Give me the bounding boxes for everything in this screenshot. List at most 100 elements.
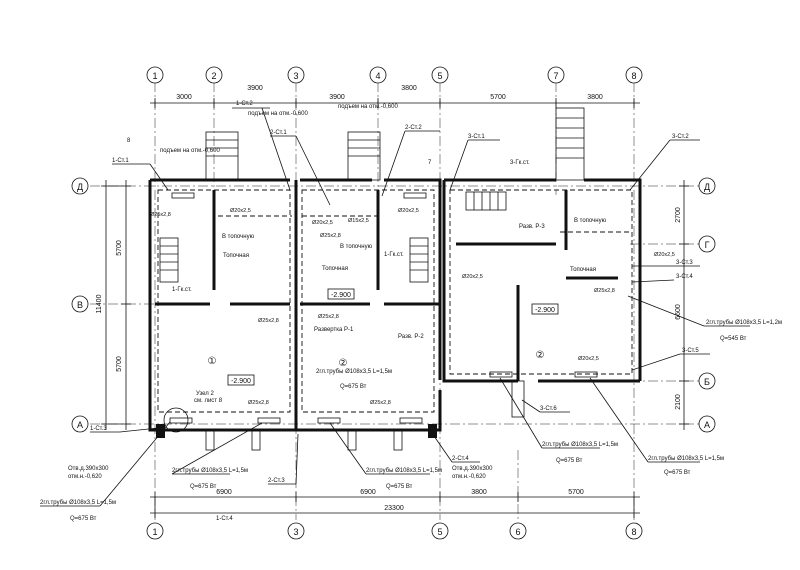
label-callout: 8 [127, 138, 131, 144]
pipe-label: Ø20х2,5 [230, 208, 251, 214]
dim-text: 3800 [471, 489, 487, 496]
riser-label: 3-Ст.3 [676, 260, 693, 266]
heater-spec: 2гл.трубы Ø108х3,5 L=1,5м [316, 369, 392, 375]
dim-text: 2700 [675, 207, 682, 223]
dimensions-right: 2700 6600 2100 [675, 180, 689, 430]
label-riser: 1-Гк.ст. [172, 287, 192, 293]
riser-labels: 1-Ст.1 1-Ст.2 2-Ст.1 2-Ст.2 3-Ст.1 3-Ст.… [90, 101, 699, 522]
stairs [159, 107, 585, 283]
dim-text: 5700 [490, 94, 506, 101]
room-number: ② [339, 358, 348, 369]
label-riser: 3-Гк.ст. [510, 160, 530, 166]
label-layout: Разв. Р-3 [519, 224, 545, 230]
axis-markers-bottom: 1 3 5 6 8 [146, 522, 643, 540]
axis-label: 2 [211, 71, 216, 81]
pipe-label: Ø25х2,8 [370, 400, 391, 406]
dim-text: 5700 [116, 356, 123, 372]
heater-spec: 2гл.трубы Ø108х3,5 L=1,5м [366, 468, 442, 474]
label-to-furnace: В топочную [574, 218, 607, 224]
dim-total: 23300 [384, 505, 404, 512]
label-opening: Отв.д.390х300 [68, 466, 109, 472]
riser-label: 1-Ст.3 [90, 426, 107, 432]
riser-label: 3-Ст.2 [672, 134, 689, 140]
label-opening: Отв.д.390х300 [452, 466, 493, 472]
heater-spec: 2гл.трубы Ø108х3,5 L=1,5м [542, 442, 618, 448]
riser-label: 3-Ст.4 [676, 274, 693, 280]
room-number: ② [536, 350, 545, 361]
heater-power: Q=675 Вт [664, 470, 691, 476]
axis-label: Г [705, 240, 710, 250]
heater-power: Q=675 Вт [190, 484, 217, 490]
label-rise: подъем на отм.-0,600 [248, 111, 308, 117]
label-riser: 1-Гк.ст. [384, 252, 404, 258]
axis-label: Д [704, 182, 710, 192]
pipe-label: Ø20х2,5 [462, 274, 483, 280]
heating-pipes [157, 189, 633, 413]
axis-label: А [704, 420, 710, 430]
pipe-label: Ø25х2,8 [150, 212, 171, 218]
dim-text: 5700 [116, 240, 123, 256]
label-opening: отм.н.-0,620 [452, 474, 486, 480]
dim-text: 2100 [675, 394, 682, 410]
axis-label: 8 [631, 527, 636, 537]
axis-label: 1 [152, 71, 157, 81]
label-rise: подъем на отм.-0,600 [160, 148, 220, 154]
axis-label: Б [704, 377, 710, 387]
axis-label: 3 [293, 71, 298, 81]
pipe-label: Ø15х2,5 [348, 218, 369, 224]
riser-label: 2-Ст.1 [270, 130, 287, 136]
axis-markers-top: 1 2 3 4 5 7 8 [146, 66, 643, 84]
pipe-label: Ø20х2,5 [312, 220, 333, 226]
axis-label: 5 [437, 71, 442, 81]
dim-text: 6600 [675, 304, 682, 320]
axis-label: 3 [293, 527, 298, 537]
axis-label: 5 [437, 527, 442, 537]
leader-lines [40, 107, 750, 507]
riser-label: 2-Ст.2 [405, 125, 422, 131]
axis-label: 6 [515, 527, 520, 537]
heater-power: Q=675 Вт [386, 484, 413, 490]
label-layout: Разв. Р-2 [398, 334, 424, 340]
label-opening: отм.н.-0,620 [68, 474, 102, 480]
axis-label: 7 [553, 71, 558, 81]
label-layout: Развертка Р-1 [314, 327, 354, 333]
pipe-label: Ø20х2,5 [578, 356, 599, 362]
dim-text: 3000 [176, 94, 192, 101]
dim-total: 11400 [96, 294, 103, 313]
label-boiler-room: Топочная [322, 266, 348, 272]
pipe-label: Ø25х2,8 [320, 233, 341, 239]
dim-text: 3900 [247, 85, 263, 92]
dim-text: 6900 [216, 489, 232, 496]
label-boiler-room: Топочная [570, 267, 596, 273]
heater-power: Q=675 Вт [70, 516, 97, 522]
axis-label: А [77, 420, 83, 430]
pipe-labels: Ø20х2,5 Ø25х2,8 Ø15х2,5 Ø20х2,5 Ø25х2,8 … [150, 208, 675, 406]
heater-power: Q=545 Вт [720, 336, 747, 342]
elevation-mark: -2.900 [331, 292, 351, 299]
label-node: Узел 2 [196, 391, 214, 397]
axis-label: 4 [375, 71, 380, 81]
room-number: ① [208, 356, 217, 367]
elevation-mark: -2.900 [535, 307, 555, 314]
riser-label: 2-Ст.4 [452, 456, 469, 462]
riser-label: 1-Ст.1 [112, 158, 129, 164]
riser-label: 1-Ст.4 [216, 516, 233, 522]
label-boiler-room: Топочная [223, 253, 249, 259]
foundation-pads [156, 407, 437, 451]
dim-text: 3800 [587, 94, 603, 101]
elevation-mark: -2.900 [231, 378, 251, 385]
riser-label: 3-Ст.1 [468, 134, 485, 140]
label-node-sheet: см. лист 8 [194, 398, 223, 404]
dimensions-left: 5700 5700 11400 [96, 180, 131, 430]
dim-text: 3900 [329, 94, 345, 101]
axis-label: В [77, 300, 83, 310]
pipe-label: Ø25х2,8 [258, 318, 279, 324]
heater-power: Q=675 Вт [556, 458, 583, 464]
walls [148, 178, 642, 432]
pipe-label: Ø20х2,5 [654, 252, 675, 258]
label-callout: 7 [428, 160, 432, 166]
label-rise: подъем на отм.-0,600 [338, 104, 398, 110]
axis-markers-side: Д В А Д Г Б А [71, 177, 716, 433]
